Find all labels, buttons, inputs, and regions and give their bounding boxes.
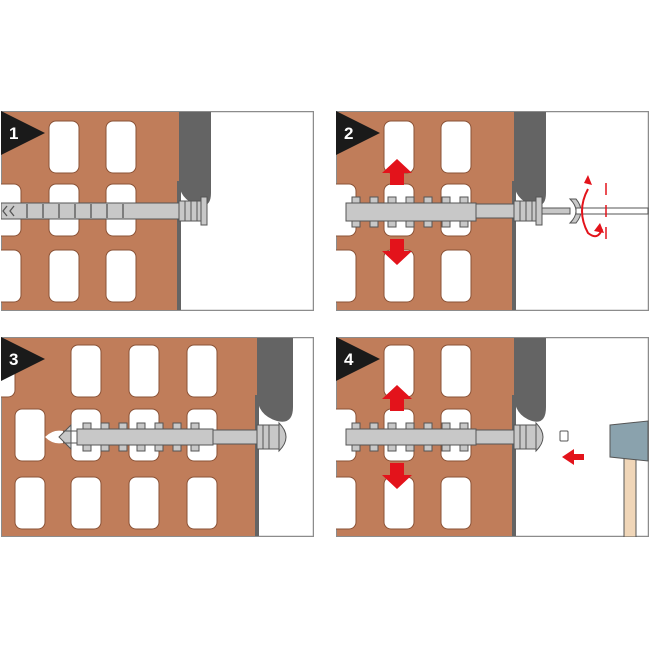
nail-head-icon bbox=[559, 430, 569, 442]
arrow-up-icon bbox=[382, 159, 412, 185]
expanded-anchor bbox=[345, 196, 543, 228]
plaster-profile bbox=[514, 112, 546, 206]
expanded-anchor bbox=[345, 421, 544, 453]
expansion-arrows-icon bbox=[382, 159, 412, 265]
panel-step-3: 3 bbox=[1, 337, 314, 537]
step-badge bbox=[1, 337, 45, 381]
arrow-down-icon bbox=[382, 463, 412, 489]
step-number: 4 bbox=[344, 350, 354, 369]
panel-step-2: 2 bbox=[336, 111, 649, 311]
screwdriver-icon bbox=[541, 198, 649, 224]
panel-4-drawing: 4 bbox=[336, 337, 649, 537]
drill-dust bbox=[45, 430, 63, 444]
arrow-down-icon bbox=[382, 239, 412, 265]
arrow-left-icon bbox=[562, 449, 584, 465]
expansion-arrows-icon bbox=[382, 385, 412, 489]
step-badge bbox=[336, 111, 380, 155]
step-number: 2 bbox=[344, 124, 353, 143]
panel-2-drawing: 2 bbox=[336, 111, 649, 311]
step-badge bbox=[1, 111, 45, 155]
panel-step-1: 1 bbox=[1, 111, 314, 311]
plaster-profile bbox=[257, 338, 293, 422]
rotation-arrow-icon bbox=[581, 175, 607, 239]
panel-1-drawing: 1 bbox=[1, 111, 314, 311]
hammer-icon bbox=[609, 420, 649, 537]
plaster-profile bbox=[514, 338, 546, 422]
anchor-plug bbox=[1, 196, 208, 226]
step-number: 1 bbox=[9, 124, 18, 143]
panel-3-drawing: 3 bbox=[1, 337, 314, 537]
step-number: 3 bbox=[9, 350, 18, 369]
panel-step-4: 4 bbox=[336, 337, 649, 537]
plaster-profile bbox=[179, 112, 211, 206]
arrow-up-icon bbox=[382, 385, 412, 411]
anchor-plug bbox=[58, 421, 287, 453]
step-badge bbox=[336, 337, 380, 381]
